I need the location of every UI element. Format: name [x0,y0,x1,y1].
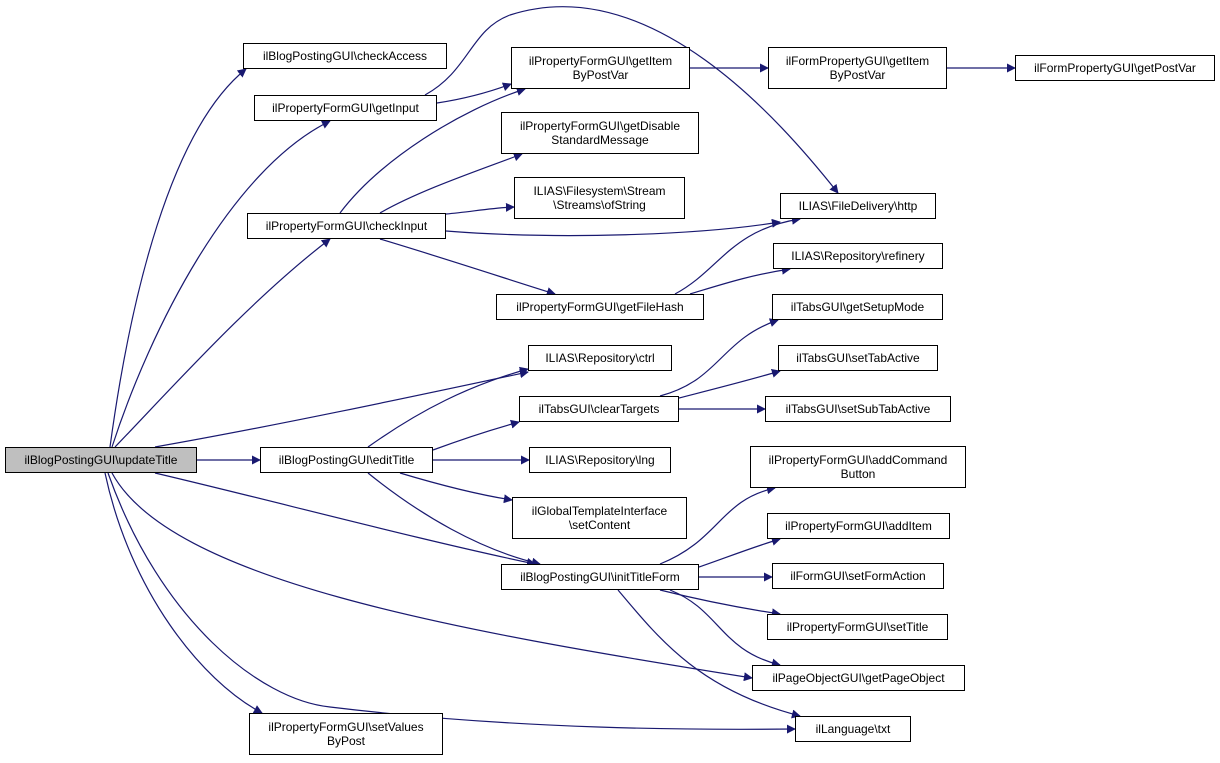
node-repository-ctrl[interactable]: ILIAS\Repository\ctrl [528,345,672,371]
edge-root-to-language-txt [107,472,796,734]
node-set-title[interactable]: ilPropertyFormGUI\setTitle [767,614,948,640]
edge-check-input-to-streams-of-string [445,202,515,215]
edge-edit-title-to-clear-targets [432,419,520,451]
edge-init-title-form-to-get-page-object [669,589,781,668]
edge-get-input-to-get-item-by-post-var [436,82,512,104]
node-check-access[interactable]: ilBlogPostingGUI\checkAccess [243,43,447,69]
node-language-txt[interactable]: ilLanguage\txt [795,716,911,742]
node-repository-refinery[interactable]: ILIAS\Repository\refinery [773,243,943,269]
edge-edit-title-to-repository-ctrl [367,366,529,448]
edge-root-to-repository-ctrl [154,369,529,448]
node-file-delivery-http[interactable]: ILIAS\FileDelivery\http [780,193,936,219]
node-update-title: ilBlogPostingGUI\updateTitle [5,447,197,473]
edge-check-input-to-file-delivery-http [445,218,781,237]
edge-clear-targets-to-set-tab-active [678,369,781,399]
edge-root-to-check-input [114,238,331,448]
node-add-item[interactable]: ilPropertyFormGUI\addItem [767,513,950,539]
edge-check-input-to-get-file-hash [379,238,556,296]
node-set-form-action[interactable]: ilFormGUI\setFormAction [772,563,944,589]
edge-check-input-to-get-disable-standard-message [379,152,523,214]
edge-get-file-hash-to-repository-refinery [689,265,791,295]
node-repository-lng[interactable]: ILIAS\Repository\lng [529,447,671,473]
edge-init-title-form-to-add-item [698,537,781,568]
node-get-file-hash[interactable]: ilPropertyFormGUI\getFileHash [496,294,704,320]
node-tabs-get-setup-mode[interactable]: ilTabsGUI\getSetupMode [772,294,943,320]
node-set-content[interactable]: ilGlobalTemplateInterface\setContent [512,497,687,539]
node-form-property-get-post-var[interactable]: ilFormPropertyGUI\getPostVar [1015,55,1215,81]
edge-edit-title-to-set-content [399,472,513,504]
node-edit-title[interactable]: ilBlogPostingGUI\editTitle [260,447,433,473]
edge-get-input-to-file-delivery-http [424,6,839,194]
edge-init-title-form-to-set-title [659,589,781,618]
edge-clear-targets-to-get-setup-mode [659,318,779,397]
edge-root-to-check-access [109,68,247,448]
edge-check-input-to-get-item-by-post-var [339,87,526,214]
node-clear-targets[interactable]: ilTabsGUI\clearTargets [519,396,679,422]
edge-init-title-form-to-language-txt [617,589,801,719]
node-init-title-form[interactable]: ilBlogPostingGUI\initTitleForm [501,564,699,590]
edge-edit-title-to-init-title-form [367,472,541,567]
node-tabs-set-tab-active[interactable]: ilTabsGUI\setTabActive [778,345,938,371]
edge-root-to-set-values-by-post [104,472,263,714]
node-check-input[interactable]: ilPropertyFormGUI\checkInput [247,213,446,239]
edge-root-to-init-title-form [154,472,536,567]
node-get-page-object[interactable]: ilPageObjectGUI\getPageObject [752,665,965,691]
node-tabs-set-sub-tab-active[interactable]: ilTabsGUI\setSubTabActive [765,396,951,422]
edge-root-to-get-page-object [111,472,753,682]
node-get-input[interactable]: ilPropertyFormGUI\getInput [254,95,437,121]
edge-root-to-get-input [111,120,331,448]
edge-get-file-hash-to-file-delivery-http [674,215,801,295]
node-streams-of-string[interactable]: ILIAS\Filesystem\Stream\Streams\ofString [514,177,685,219]
edge-init-title-form-to-add-command-button [659,485,776,565]
